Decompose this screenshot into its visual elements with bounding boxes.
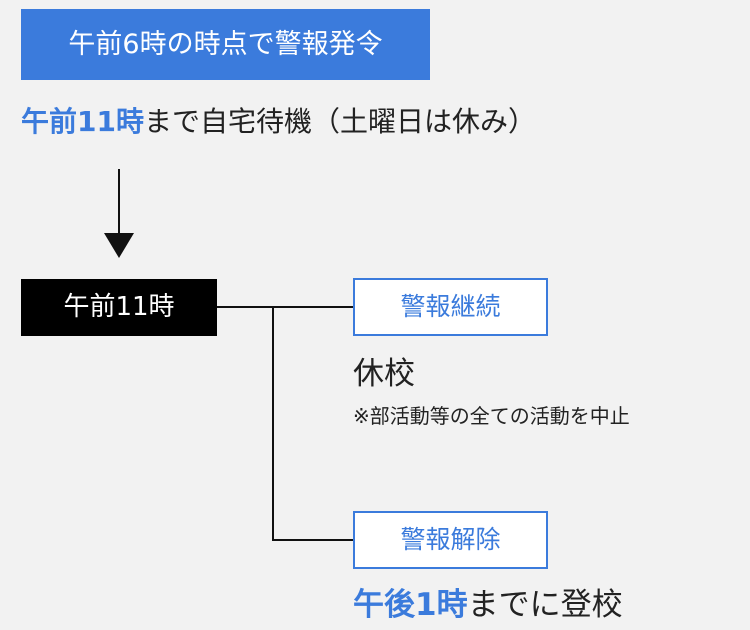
alert-lifted-label: 警報解除 <box>400 525 501 554</box>
decision-time-label: 午前11時 <box>63 292 175 322</box>
activities-cancelled-note: ※部活動等の全ての活動を中止 <box>353 404 630 428</box>
decision-time-box: 午前11時 <box>21 279 217 336</box>
attend-school-time: 午後1時 <box>353 587 468 623</box>
connector-vertical <box>272 306 274 541</box>
down-arrow-shaft <box>118 169 120 239</box>
connector-to-lifted <box>272 539 353 541</box>
connector-to-continue <box>217 306 353 308</box>
attend-school-text: までに登校 <box>467 587 623 623</box>
alert-header-label: 午前6時の時点で警報発令 <box>68 29 383 60</box>
attend-school-outcome: 午後1時までに登校 <box>353 585 623 625</box>
alert-header: 午前6時の時点で警報発令 <box>21 9 430 80</box>
down-arrow-icon <box>104 233 134 258</box>
standby-time: 午前11時 <box>21 105 144 138</box>
standby-instruction: 午前11時まで自宅待機（土曜日は休み） <box>21 104 536 140</box>
standby-text: まで自宅待機（土曜日は休み） <box>143 105 536 138</box>
alert-continue-label: 警報継続 <box>400 292 501 321</box>
alert-lifted-box: 警報解除 <box>353 511 548 569</box>
school-closed-outcome: 休校 <box>353 356 415 392</box>
alert-continue-box: 警報継続 <box>353 278 548 336</box>
